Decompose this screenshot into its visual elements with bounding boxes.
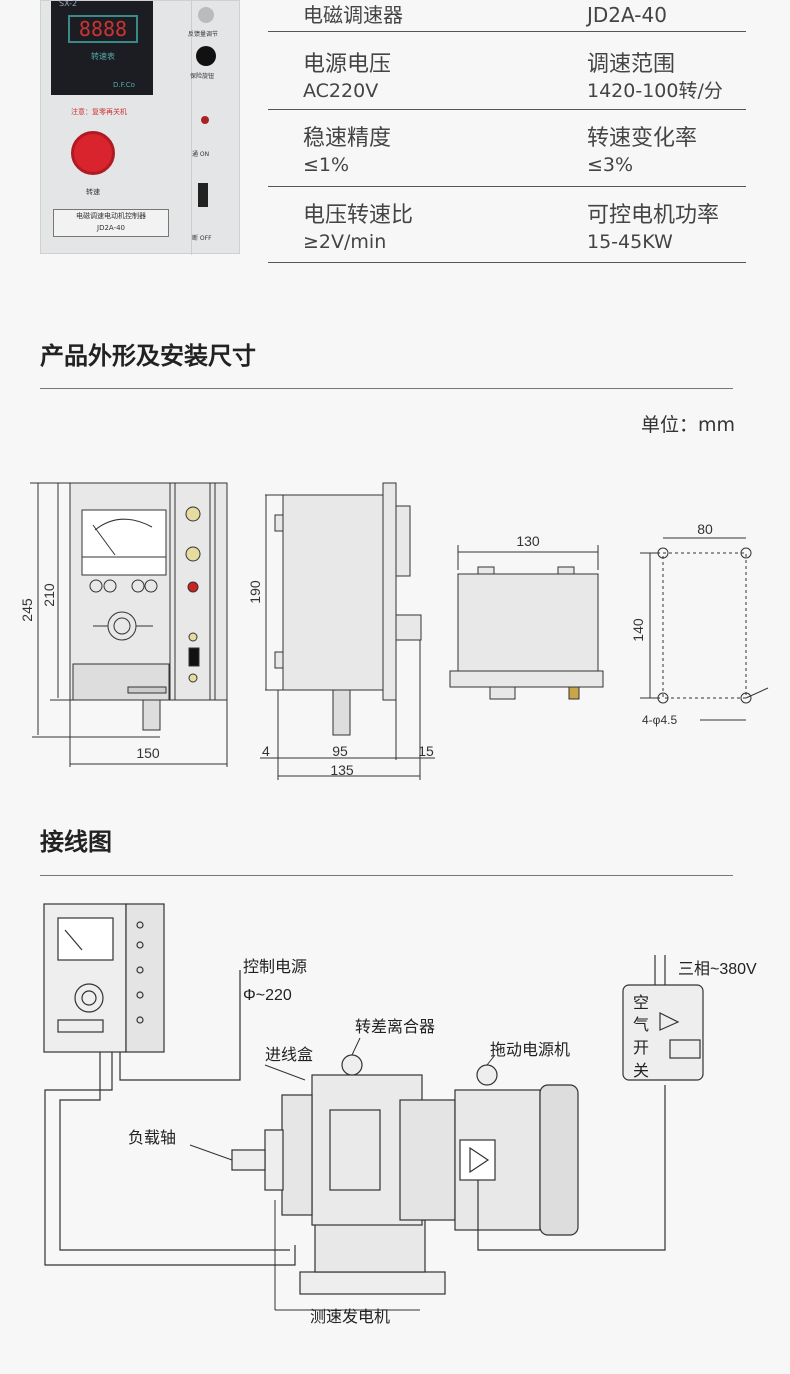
motor-wire <box>477 1085 666 1251</box>
label-tacho: 测速发电机 <box>310 1308 390 1326</box>
dim-front-total-height: 245 <box>19 598 35 622</box>
leader-lines <box>189 1037 496 1311</box>
power-switch[interactable] <box>198 183 208 207</box>
feedback-knob[interactable] <box>198 7 214 23</box>
label-breaker-char: 开 <box>633 1040 649 1057</box>
clutch-motor <box>231 1054 579 1295</box>
speed-meter: SX-2 8888 转速表 D.F.Co <box>51 0 153 95</box>
spec-label: 可控电机功率 <box>587 203 720 228</box>
dim-side-d3: 15 <box>418 743 434 759</box>
control-power-wire <box>119 970 241 1081</box>
knob-label: 转速 <box>86 188 100 196</box>
label-breaker-char: 气 <box>633 1016 649 1034</box>
tacho-wire <box>44 1052 296 1266</box>
feedback-label: 反馈量调节 <box>188 31 219 38</box>
nameplate: 电磁调速电动机控制器 JD2A-40 <box>53 209 169 237</box>
dim-mount-height: 140 <box>630 618 646 642</box>
section-title-dimensions: 产品外形及安装尺寸 <box>40 342 256 370</box>
dim-side-d1: 4 <box>262 743 270 759</box>
dim-mount-holes: 4-φ4.5 <box>642 713 677 727</box>
label-junction-box: 进线盒 <box>265 1046 313 1064</box>
nameplate-model: JD2A-40 <box>97 224 125 232</box>
off-label: 断 OFF <box>192 235 212 242</box>
side-view <box>260 482 435 780</box>
spec-value: AC220V <box>303 80 379 102</box>
spec-label: 稳速精度 <box>303 126 392 151</box>
label-three-phase: 三相~380V <box>678 960 757 978</box>
wiring-diagram: 控制电源 Φ~220 三相~380V 转差离合器 拖动电源机 进线盒 负载轴 测… <box>43 903 757 1326</box>
spec-row: 电源电压 AC220V 调速范围 1420-100转/分 <box>268 32 746 110</box>
controller <box>43 903 165 1053</box>
product-photo: SX-2 8888 转速表 D.F.Co 注意：复零再关机 转速 电磁调速电动机… <box>40 0 240 255</box>
led-display: 8888 <box>68 15 138 43</box>
indicator-led <box>201 116 209 124</box>
dim-side-height: 190 <box>247 580 263 604</box>
dim-front-width: 150 <box>136 745 160 761</box>
label-breaker-char: 空 <box>633 994 649 1012</box>
spec-value: ≤3% <box>587 154 634 176</box>
dim-top-width: 130 <box>516 533 540 549</box>
dim-side-total: 135 <box>330 762 354 778</box>
dim-side-d2: 95 <box>332 743 348 759</box>
spec-value: 15-45KW <box>587 231 673 253</box>
divider <box>40 388 733 389</box>
fuse-knob[interactable] <box>196 46 216 66</box>
nameplate-text: 电磁调速电动机控制器 <box>76 212 146 220</box>
warning-label: 注意：复零再关机 <box>71 108 127 116</box>
product-name: 电磁调速器 <box>303 3 403 27</box>
meter-model: SX-2 <box>59 0 78 8</box>
fuse-label: 保险旋钮 <box>190 73 215 80</box>
on-label: 通 ON <box>192 151 210 158</box>
spec-label: 调速范围 <box>587 52 676 77</box>
unit-label: 单位：mm <box>640 414 735 436</box>
spec-row: 稳速精度 ≤1% 转速变化率 ≤3% <box>268 110 746 187</box>
product-model: JD2A-40 <box>587 3 667 27</box>
spec-value: ≥2V/min <box>303 231 387 253</box>
spec-value: 1420-100转/分 <box>587 80 723 102</box>
speed-knob[interactable] <box>71 131 115 175</box>
air-breaker <box>622 955 704 1081</box>
section-title-wiring: 接线图 <box>40 828 112 856</box>
label-control-power: 控制电源 <box>243 958 307 976</box>
front-view <box>30 482 228 767</box>
spec-label: 转速变化率 <box>587 126 698 151</box>
display-label: 转速表 <box>91 52 115 61</box>
brand-label: D.F.Co <box>113 81 135 89</box>
label-clutch: 转差离合器 <box>355 1018 435 1036</box>
label-load-shaft: 负载轴 <box>128 1129 176 1147</box>
spec-header-row: 电磁调速器 JD2A-40 <box>268 0 746 32</box>
divider <box>40 875 733 876</box>
spec-value: ≤1% <box>303 154 350 176</box>
spec-label: 电源电压 <box>303 52 392 77</box>
label-drive-motor: 拖动电源机 <box>490 1041 570 1059</box>
label-breaker-char: 关 <box>633 1062 649 1080</box>
label-voltage-220: Φ~220 <box>243 987 292 1004</box>
control-strip: 反馈量调节 保险旋钮 通 ON 断 OFF <box>188 1 221 255</box>
top-view <box>449 545 604 700</box>
dimension-drawing: 245 210 150 190 4 95 15 135 130 80 140 4… <box>19 482 769 780</box>
dim-front-body-height: 210 <box>41 583 57 607</box>
spec-row: 电压转速比 ≥2V/min 可控电机功率 15-45KW <box>268 187 746 263</box>
spec-label: 电压转速比 <box>303 203 414 228</box>
dim-mount-width: 80 <box>697 521 713 537</box>
mounting-holes <box>640 537 769 721</box>
